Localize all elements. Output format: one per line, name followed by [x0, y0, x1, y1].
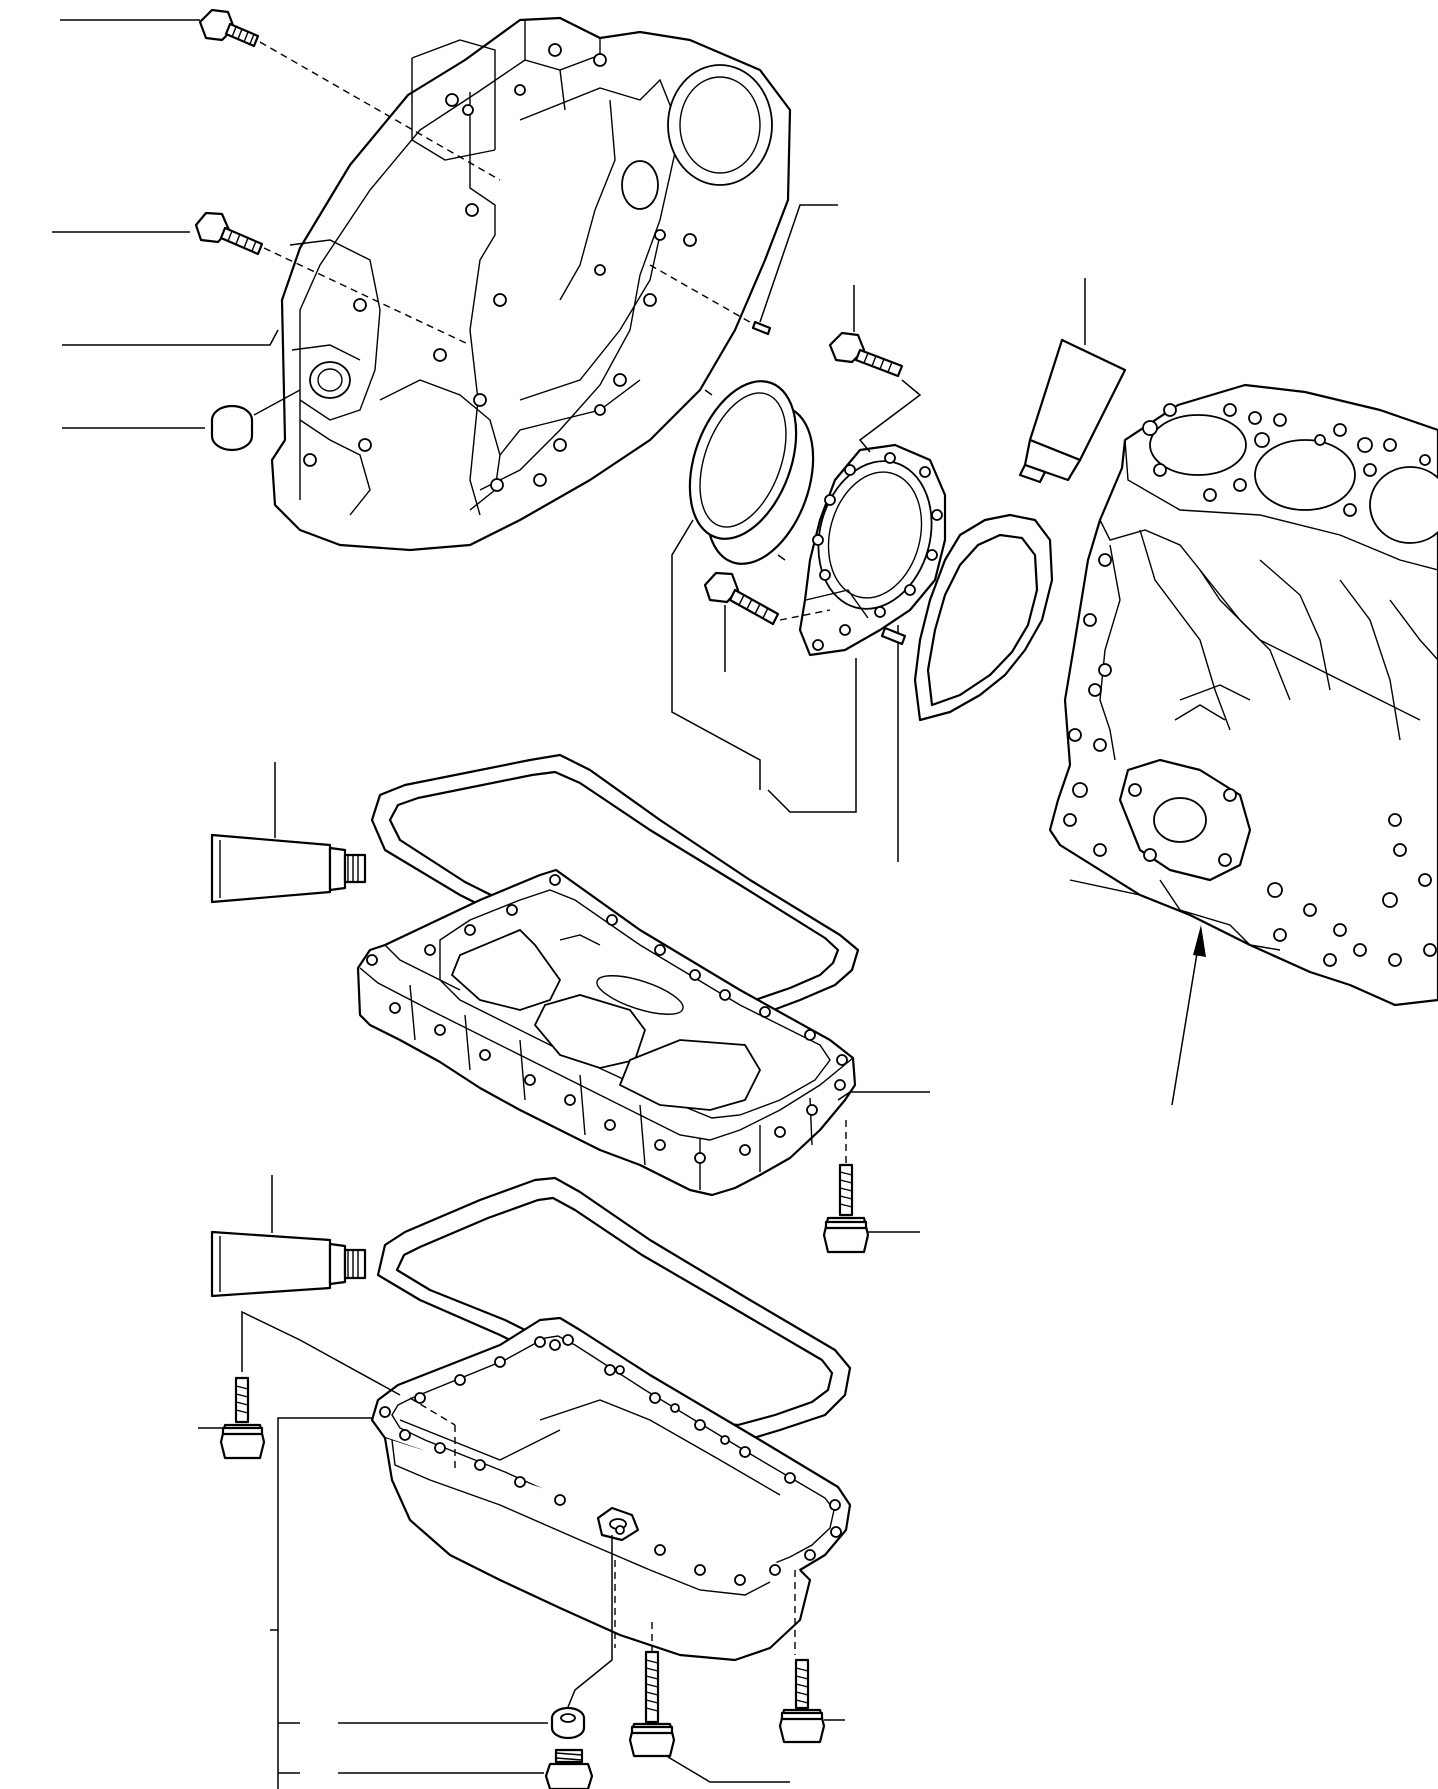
housing-bolt-upper [198, 8, 501, 181]
sealant-tube-top [1018, 278, 1127, 484]
leader-spacer [837, 1091, 930, 1101]
oil-pan-bolt-bottom [628, 1622, 790, 1783]
housing-plug [210, 389, 301, 452]
oil-pan [370, 1316, 852, 1662]
retainer-bolt-lower [703, 571, 831, 672]
sealant-tube-middle [210, 762, 367, 904]
sealant-tube-lower [210, 1175, 367, 1298]
oil-seal-retainer [798, 443, 947, 657]
flywheel-housing [270, 16, 792, 552]
spacer-bolt [822, 1120, 920, 1254]
cylinder-block-arrow [1171, 925, 1206, 1106]
oil-pan-bolt-right [778, 1658, 845, 1744]
oil-seal [688, 380, 815, 565]
retainer-gasket [913, 513, 1054, 722]
retainer-bolt-upper [828, 285, 922, 453]
oil-pan-spacer [356, 868, 857, 1197]
leader-oil-pan [277, 1417, 372, 1789]
drain-plug [338, 1748, 594, 1789]
housing-bolt-middle [194, 211, 471, 346]
leader-retainer [767, 658, 857, 813]
drain-washer [338, 1535, 613, 1740]
dowel-pin-retainer [880, 626, 907, 646]
oil-pan-bolt-left [198, 1310, 401, 1460]
leader-housing [62, 329, 279, 346]
dowel-pin-housing [649, 204, 838, 336]
leader-retainer-group [671, 608, 761, 790]
leader-seal [671, 519, 694, 608]
cylinder-block [1048, 383, 1438, 1007]
